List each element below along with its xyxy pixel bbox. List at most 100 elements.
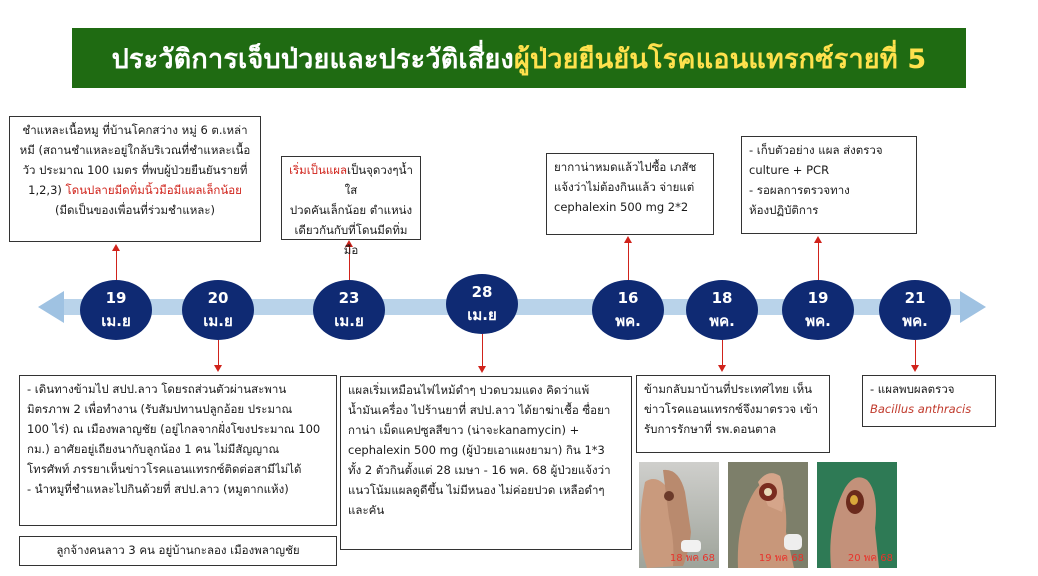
timeline-arrow-left-icon [38,291,64,323]
arrow-down-icon [718,365,726,372]
box-line: ห้องปฏิบัติการ [749,203,819,217]
node-month: พค. [709,312,735,330]
box-line: ทั้ง 2 ตัวกินตั้งแต่ 28 เมษา - 16 พค. 68… [348,463,611,477]
box-text: เป็นจุดวงๆน้ำใส [344,163,413,197]
box-line: ข่าวโรคแอนแทรกซ์จึงมาตรวจ เข้า [644,402,819,416]
box-line: เดียวกันกับที่โดนมีดทิ่มมือ [294,223,408,257]
arrow-up-icon [112,244,120,251]
box-line: cephalexin 500 mg 2*2 [554,200,689,214]
event-box-28-apr: แผลเริ่มเหมือนไฟไหม้ดำๆ ปวดบวมแดง คิดว่า… [340,376,632,550]
box-line: กาน่า เม็ดแคปซูลสีขาว (น่าจะkanamycin) + [348,423,580,437]
box-line: หมี (สถานชำแหละอยู่ใกล้บริเวณที่ชำแหละเน… [19,143,251,157]
connector-16-may [628,242,629,280]
box-line: (มีดเป็นของเพื่อนที่ร่วมชำแหละ) [54,203,216,217]
box-line: มิตรภาพ 2 เพื่อทำงาน (รับสัมปทานปลูกอ้อย… [27,402,293,416]
timeline-node-20-apr: 20 เม.ย [182,280,254,340]
connector-23-apr [349,246,350,280]
node-day: 21 [904,289,926,307]
box-line: เริ่มเป็นแผลเป็นจุดวงๆน้ำใส [289,160,413,200]
arrow-down-icon [214,365,222,372]
wound-photo-20-may: 20 พค 68 [817,462,897,568]
connector-20-apr [218,340,219,365]
node-day: 20 [207,289,229,307]
title-highlight: ผู้ป่วยยืนยันโรคแอนแทรกซ์รายที่ 5 [513,43,927,75]
event-box-23-apr: เริ่มเป็นแผลเป็นจุดวงๆน้ำใส ปวดคันเล็กน้… [281,156,421,257]
box-line: ลูกจ้างคนลาว 3 คน อยู่บ้านกะลอง เมืองพลา… [56,543,300,557]
connector-21-may [915,340,916,365]
box-line: แผลเริ่มเหมือนไฟไหม้ดำๆ ปวดบวมแดง คิดว่า… [348,383,590,397]
arrow-down-icon [478,366,486,373]
box-line: cephalexin 500 mg (ผู้ป่วยเอาแผงยามา) กิ… [348,443,605,457]
box-line: แนวโน้มแผลดูดีขึ้น ไม่มีหนอง ไม่ค่อยปวด … [348,483,605,497]
timeline-node-21-may: 21 พค. [879,280,951,340]
node-month: เม.ย [334,312,364,330]
box-line: วัว ประมาณ 100 เมตร ที่พบผู้ป่วยยืนยันรา… [22,163,248,177]
box-line: - รอผลการตรวจทาง [749,183,850,197]
event-box-18-may: ข้ามกลับมาบ้านที่ประเทศไทย เห็น ข่าวโรคแ… [636,375,830,453]
wound-photo-19-may: 19 พค 68 [728,462,808,568]
box-line: ปวดคันเล็กน้อย ตำแหน่ง [289,203,413,217]
event-box-16-may: ยากาน่าหมดแล้วไปซื้อ เภสัช แจ้งว่าไม่ต้อ… [546,153,714,235]
connector-28-apr [482,334,483,366]
event-box-21-may: - แผลพบผลตรวจ Bacillus anthracis [862,375,996,427]
node-month: พค. [615,312,641,330]
timeline-node-19-may: 19 พค. [782,280,854,340]
connector-19-may [818,242,819,280]
box-line: รับการรักษาที่ รพ.ดอนตาล [644,422,777,436]
box-line: กม.) อาศัยอยู่เถียงนากับลูกน้อง 1 คน ไม่… [27,442,280,456]
arrow-up-icon [624,236,632,243]
timeline-node-16-may: 16 พค. [592,280,664,340]
arrow-down-icon [911,365,919,372]
arrow-up-icon [814,236,822,243]
node-month: เม.ย [101,312,131,330]
photo-caption: 19 พค 68 [758,553,804,564]
box-line: - เก็บตัวอย่าง แผล ส่งตรวจ [749,143,883,157]
timeline-node-18-may: 18 พค. [686,280,758,340]
wound-photo-image [728,462,808,568]
box-line: 1,2,3) โดนปลายมีดทิ่มนิ้วมือมีแผลเล็กน้อ… [17,180,253,200]
event-box-20-apr: - เดินทางข้ามไป สปป.ลาว โดยรถส่วนตัวผ่าน… [19,375,337,526]
box-line: - นำหมูที่ชำแหละไปกินด้วยที่ สปป.ลาว (หม… [27,482,289,496]
highlight-text: เริ่มเป็นแผล [289,163,348,177]
box-line: ยากาน่าหมดแล้วไปซื้อ เภสัช [554,160,697,174]
workers-note-box: ลูกจ้างคนลาว 3 คน อยู่บ้านกะลอง เมืองพลา… [19,536,337,566]
wound-photo-18-may: 18 พค 68 [639,462,719,568]
box-line: culture + PCR [749,163,830,177]
photo-caption: 18 พค 68 [669,553,715,564]
lab-result-organism: Bacillus anthracis [870,402,972,416]
node-day: 19 [807,289,829,307]
photo-caption: 20 พค 68 [847,553,893,564]
timeline-arrow-right-icon [960,291,986,323]
page-title: ประวัติการเจ็บป่วยและประวัติเสี่ยงผู้ป่ว… [72,28,966,88]
node-month: พค. [805,312,831,330]
timeline-node-23-apr: 23 เม.ย [313,280,385,340]
arrow-up-icon [345,240,353,247]
event-box-19-apr: ชำแหละเนื้อหมู ที่บ้านโคกสว่าง หมู่ 6 ต.… [9,116,261,242]
box-line: และคัน [348,503,385,517]
node-day: 23 [338,289,360,307]
wound-photo-image [817,462,897,568]
timeline-node-28-apr: 28 เม.ย [446,274,518,334]
node-day: 28 [471,283,493,301]
box-line: - เดินทางข้ามไป สปป.ลาว โดยรถส่วนตัวผ่าน… [27,382,287,396]
box-line: น้ำมันเครื่อง ไปร้านยาที่ สปป.ลาว ได้ยาฆ… [348,403,611,417]
box-text: 1,2,3) [28,183,66,197]
box-line: โทรศัพท์ ภรรยาเห็นข่าวโรคแอนแทรกซ์ติดต่อ… [27,462,302,476]
node-month: เม.ย [203,312,233,330]
node-month: พค. [902,312,928,330]
connector-18-may [722,340,723,365]
wound-photo-image [639,462,719,568]
highlight-text: โดนปลายมีดทิ่มนิ้วมือมีแผลเล็กน้อย [65,183,242,197]
box-line: 100 ไร่) ณ เมืองพลาญชัย (อยู่ไกลจากฝั่งโ… [27,422,321,436]
title-main: ประวัติการเจ็บป่วยและประวัติเสี่ยง [111,43,514,75]
node-day: 18 [711,289,733,307]
node-month: เม.ย [467,306,497,324]
box-line: ข้ามกลับมาบ้านที่ประเทศไทย เห็น [644,382,813,396]
timeline-node-19-apr: 19 เม.ย [80,280,152,340]
box-line: แจ้งว่าไม่ต้องกินแล้ว จ่ายแต่ [554,180,695,194]
event-box-19-may: - เก็บตัวอย่าง แผล ส่งตรวจ culture + PCR… [741,136,917,234]
box-line: - แผลพบผลตรวจ [870,382,955,396]
node-day: 16 [617,289,639,307]
node-day: 19 [105,289,127,307]
box-line: ชำแหละเนื้อหมู ที่บ้านโคกสว่าง หมู่ 6 ต.… [22,123,248,137]
